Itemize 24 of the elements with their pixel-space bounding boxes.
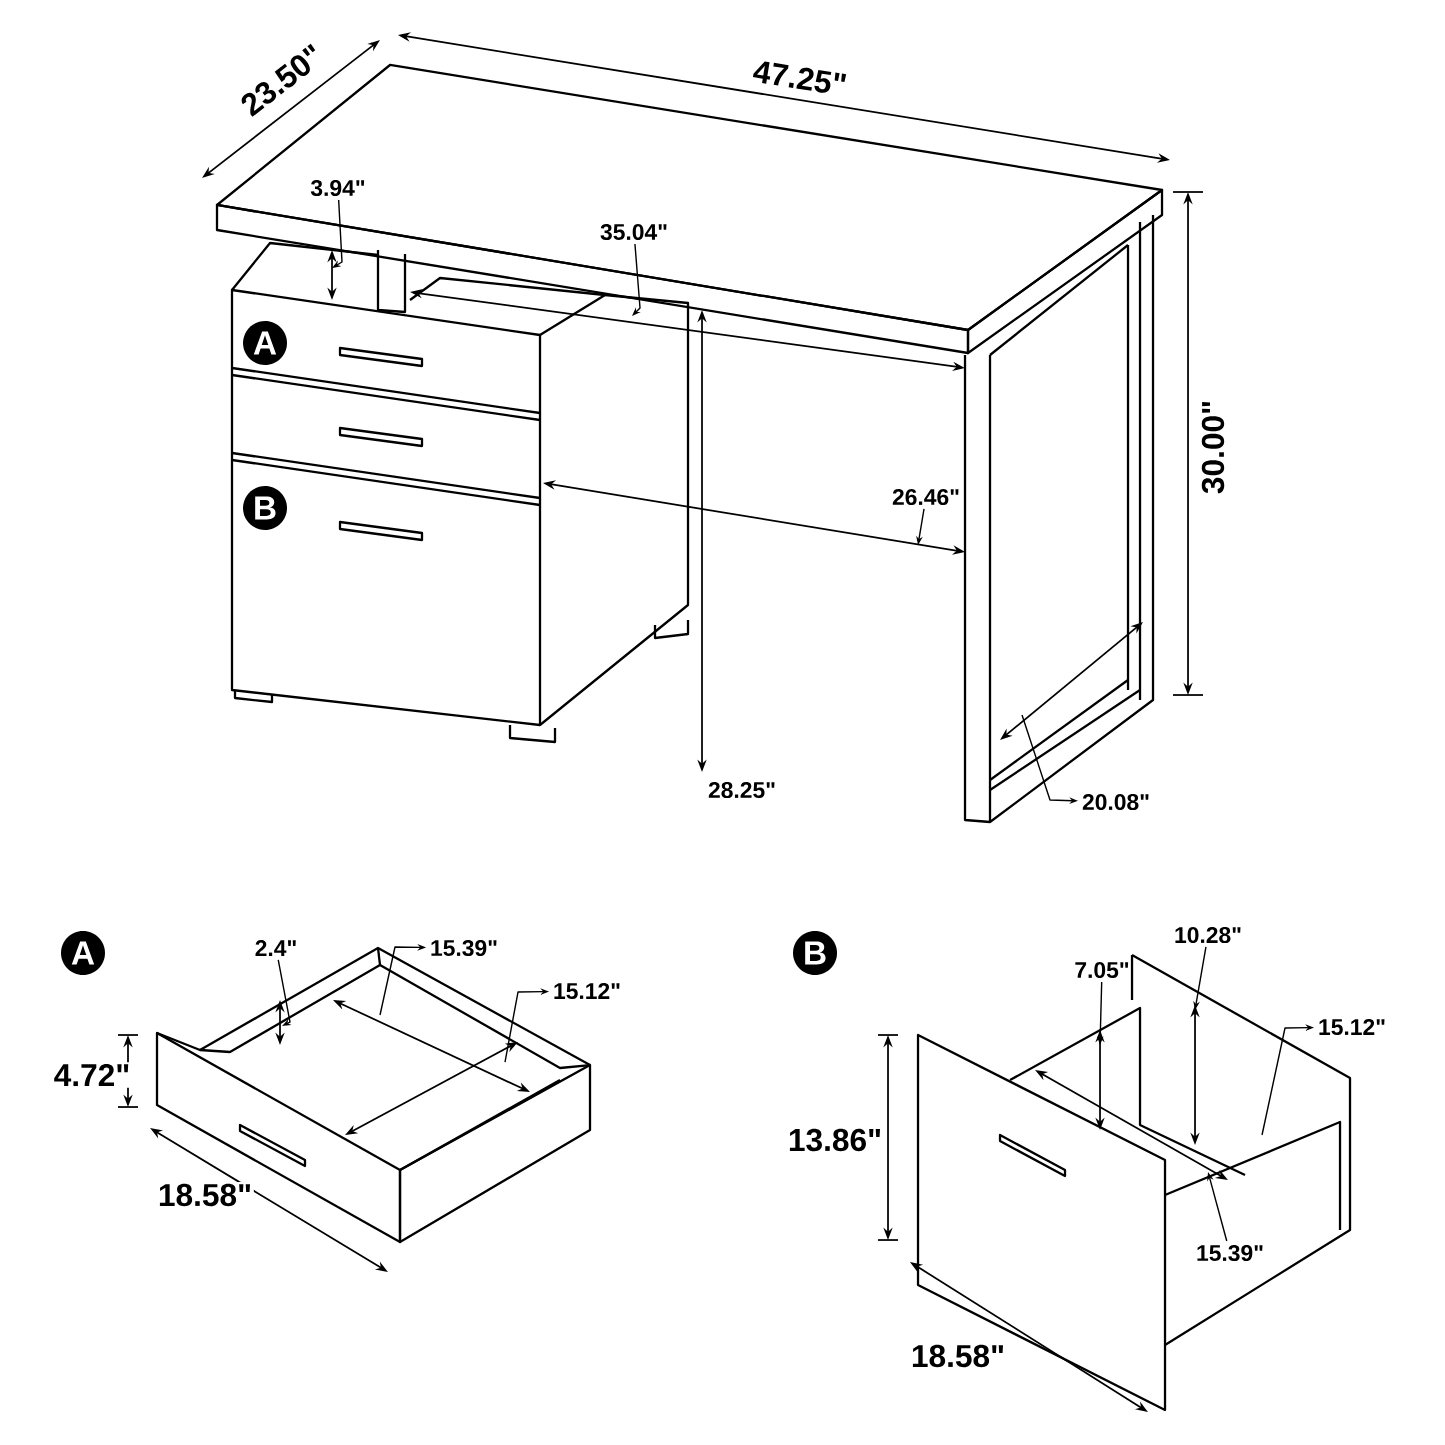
callout-letter: A <box>61 931 105 975</box>
callout-letter: B <box>243 486 287 530</box>
dimension-label: 15.39" <box>431 939 497 957</box>
dimension-label: 15.12" <box>554 982 620 1000</box>
dimension-label: 2.4" <box>255 940 296 956</box>
dimension-label: 30.00" <box>1200 398 1226 496</box>
dimension-label: 35.04" <box>600 223 667 241</box>
dimension-label: 15.39" <box>1197 1244 1263 1262</box>
callout-letter: A <box>243 321 287 365</box>
dimension-label: 20.08" <box>1082 793 1149 811</box>
dimension-label: 4.72" <box>51 1062 133 1088</box>
dimension-label: 26.46" <box>892 488 959 506</box>
dimension-label: 18.58" <box>156 1182 254 1208</box>
dimension-label: 7.05" <box>1075 961 1129 979</box>
dimension-label: 3.94" <box>310 179 365 197</box>
dimension-label: 10.28" <box>1175 926 1241 944</box>
dimension-label: 18.58" <box>909 1343 1007 1369</box>
dimension-label: 28.25" <box>706 780 778 800</box>
leader-line <box>277 959 292 1026</box>
leader-line <box>632 243 641 316</box>
dimension-label: 15.12" <box>1319 1018 1385 1036</box>
dimension-label: 13.86" <box>786 1127 884 1153</box>
callout-letter: B <box>793 931 837 975</box>
dimension-label: 47.25" <box>749 57 851 99</box>
